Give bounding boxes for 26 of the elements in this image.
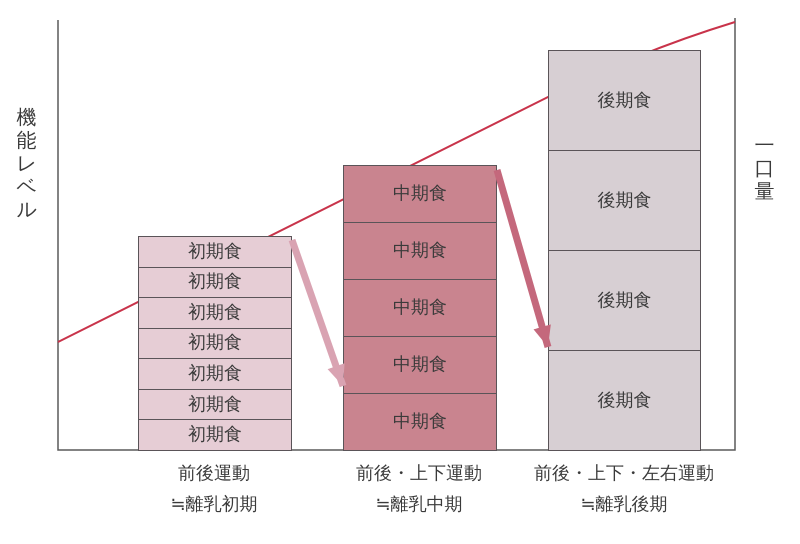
food-block: 後期食 xyxy=(548,150,701,251)
food-block: 中期食 xyxy=(343,222,497,280)
stage-caption: ≒離乳後期 xyxy=(580,494,668,516)
food-block: 初期食 xyxy=(138,236,292,268)
arrow xyxy=(288,238,346,388)
food-block: 中期食 xyxy=(343,336,497,394)
stage-caption: 前後・上下運動 xyxy=(356,463,482,485)
food-block: 初期食 xyxy=(138,297,292,329)
food-block: 後期食 xyxy=(548,50,701,151)
food-block: 中期食 xyxy=(343,393,497,451)
food-block: 後期食 xyxy=(548,350,701,451)
food-block: 初期食 xyxy=(138,358,292,390)
food-block: 中期食 xyxy=(343,165,497,223)
stage-caption: ≒離乳初期 xyxy=(170,494,258,516)
stage-caption: 前後運動 xyxy=(178,463,250,485)
stage-caption: ≒離乳中期 xyxy=(375,494,463,516)
food-block: 初期食 xyxy=(138,419,292,451)
arrow xyxy=(494,169,552,348)
stage-caption: 前後・上下・左右運動 xyxy=(534,463,714,485)
food-block: 中期食 xyxy=(343,279,497,337)
food-block: 初期食 xyxy=(138,328,292,360)
food-block: 初期食 xyxy=(138,266,292,298)
food-block: 後期食 xyxy=(548,250,701,351)
axis-label: 機能レベル xyxy=(16,106,37,221)
food-block: 初期食 xyxy=(138,388,292,420)
axis-label: 一口量 xyxy=(754,134,775,203)
